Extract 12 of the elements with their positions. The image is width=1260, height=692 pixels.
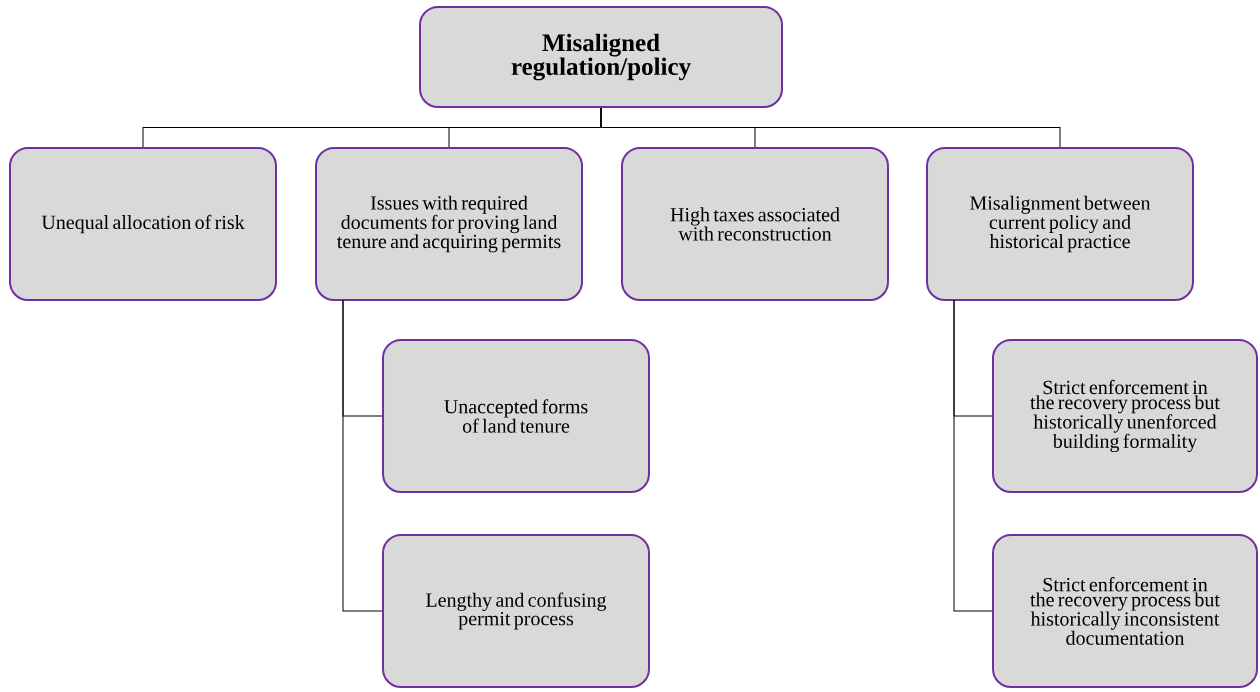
category-box: Issues with required documents for proving land tenure and acquiring permits xyxy=(315,147,583,301)
category-box: Unequal allocation of risk xyxy=(9,147,277,301)
connector xyxy=(600,107,1061,148)
root-box: Misaligned regulation/policy xyxy=(419,6,783,108)
category-box: Strict enforcement in the recovery process but historically inconsistent documentation xyxy=(992,534,1258,688)
category-box: Misalignment between current policy and historical practice xyxy=(926,147,1194,301)
category-box: Unaccepted forms of land tenure xyxy=(382,339,650,493)
category-box: Lengthy and confusing permit process xyxy=(382,534,650,688)
category-box: High taxes associated with reconstruction xyxy=(621,147,889,301)
connector xyxy=(953,299,993,612)
category-box: Strict enforcement in the recovery process but historically unenforced building formality xyxy=(992,339,1258,493)
connector xyxy=(342,299,383,612)
